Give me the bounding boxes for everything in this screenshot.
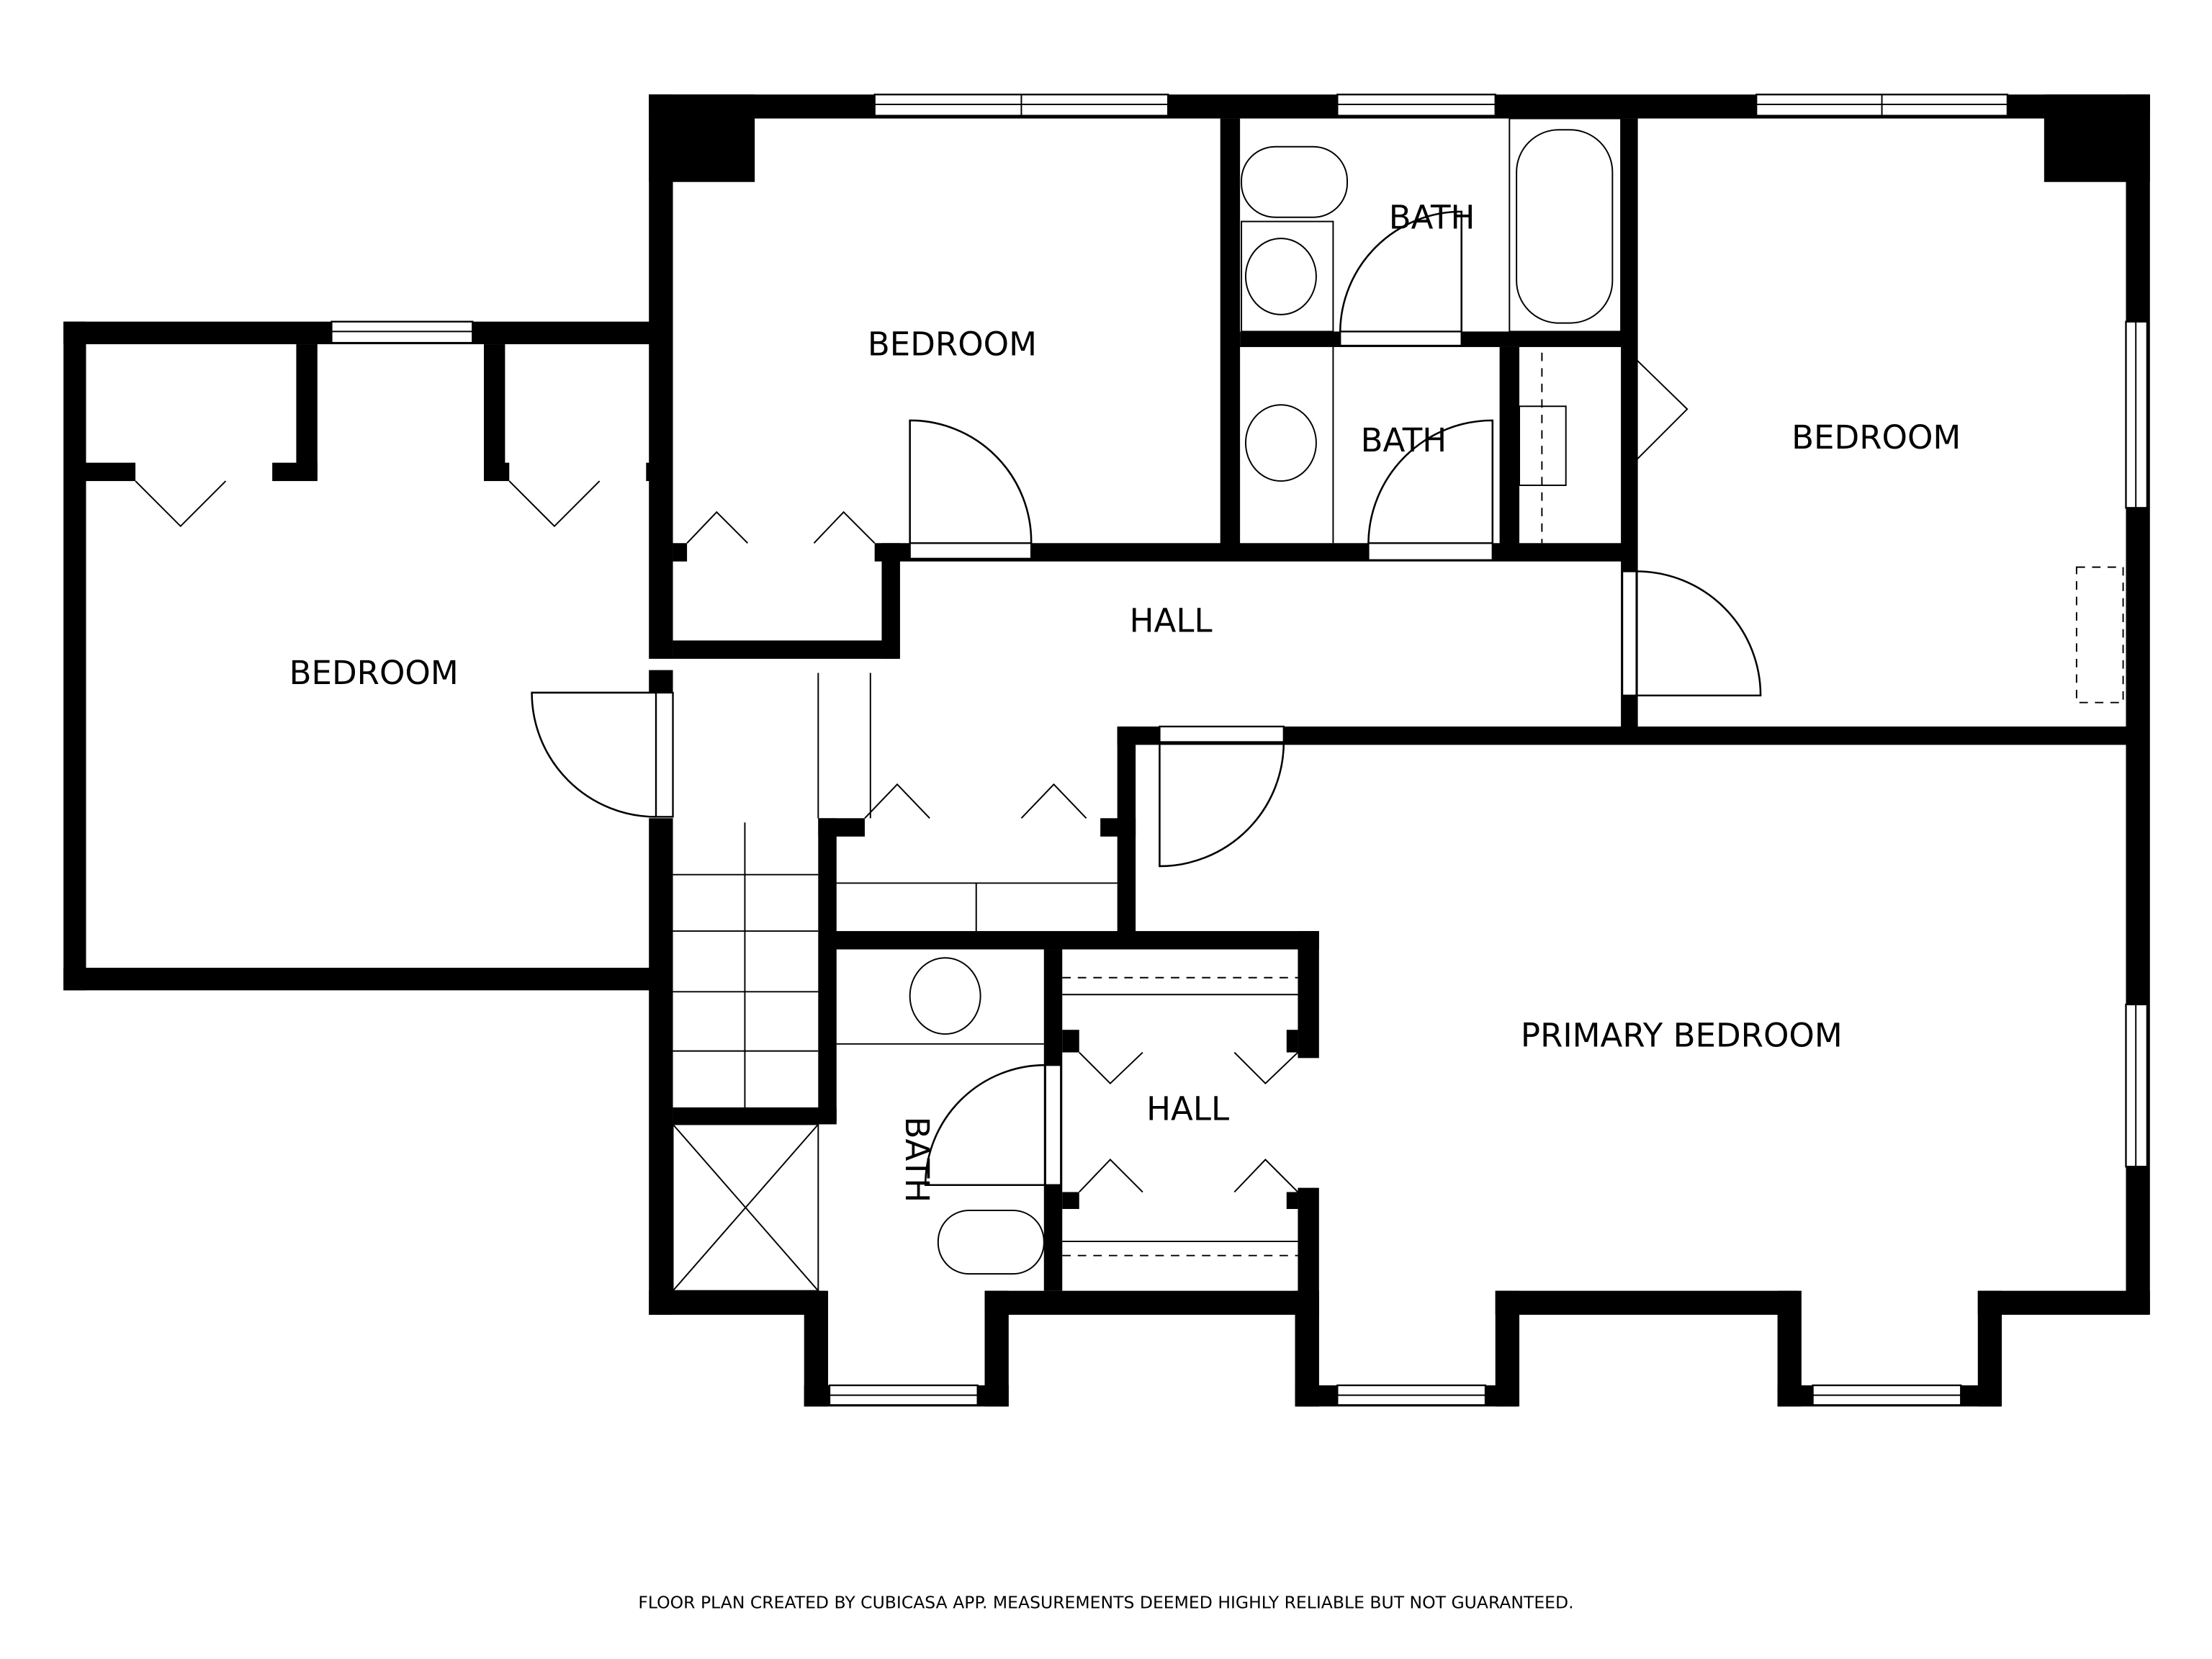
room-label-bedroom-left: BEDROOM <box>289 654 459 692</box>
room-label-bath-middle: BATH <box>1361 421 1447 459</box>
room-label-primary-bedroom: PRIMARY BEDROOM <box>1521 1017 1843 1055</box>
walls <box>63 94 2150 1407</box>
footer-disclaimer: FLOOR PLAN CREATED BY CUBICASA APP. MEAS… <box>638 1592 1573 1612</box>
fixtures <box>672 117 2124 1292</box>
room-label-bedroom-top: BEDROOM <box>868 325 1037 364</box>
room-label-hall-main: HALL <box>1130 602 1213 640</box>
room-label-hall-lower: HALL <box>1146 1090 1229 1128</box>
room-label-bath-top: BATH <box>1389 198 1475 236</box>
room-label-bedroom-right: BEDROOM <box>1791 418 1961 457</box>
windows <box>331 94 2149 1406</box>
doors <box>135 210 1762 1193</box>
room-label-bath-lower: BATH <box>898 1117 936 1203</box>
